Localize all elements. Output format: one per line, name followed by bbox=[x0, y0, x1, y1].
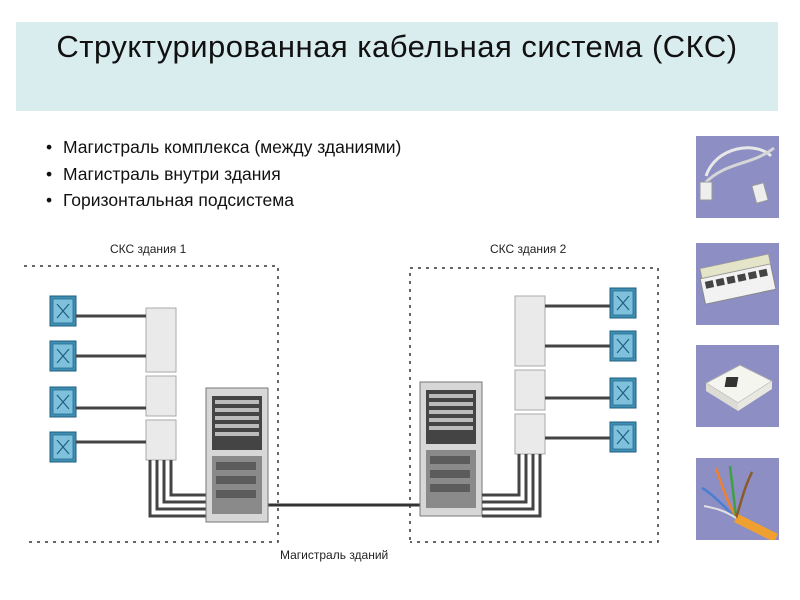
outlet-icon bbox=[609, 377, 637, 409]
outlet-icon bbox=[49, 340, 77, 372]
server-rack-icon bbox=[419, 381, 483, 517]
floor-panel bbox=[514, 295, 546, 367]
bullet-list: Магистраль комплекса (между зданиями) Ма… bbox=[46, 134, 401, 214]
building1-label: СКС здания 1 bbox=[110, 242, 187, 256]
server-rack-icon bbox=[205, 387, 269, 523]
building2-label: СКС здания 2 bbox=[490, 242, 567, 256]
outlet-icon bbox=[609, 421, 637, 453]
bullet-item: Магистраль комплекса (между зданиями) bbox=[46, 134, 401, 161]
patch-panel-image bbox=[696, 243, 779, 325]
floor-panel bbox=[514, 369, 546, 411]
bullet-item: Магистраль внутри здания bbox=[46, 161, 401, 188]
floor-panel bbox=[145, 307, 177, 373]
outlet-icon bbox=[609, 287, 637, 319]
bullet-item: Горизонтальная подсистема bbox=[46, 187, 401, 214]
outlet-icon bbox=[49, 295, 77, 327]
page-title: Структурированная кабельная система (СКС… bbox=[56, 29, 738, 64]
floor-panel bbox=[145, 375, 177, 417]
backbone-label: Магистраль зданий bbox=[280, 548, 388, 562]
network-diagram: СКС здания 1 СКС здания 2 Магистраль зда… bbox=[24, 242, 659, 562]
outlet-icon bbox=[49, 431, 77, 463]
title-banner bbox=[16, 22, 778, 111]
building2-boundary bbox=[409, 267, 659, 543]
twisted-pair-image bbox=[696, 458, 779, 543]
outlet-icon bbox=[49, 386, 77, 418]
building1-boundary bbox=[24, 265, 279, 543]
patch-cord-image bbox=[696, 136, 779, 218]
outlet-icon bbox=[609, 330, 637, 362]
floor-panel bbox=[514, 413, 546, 455]
wall-socket-image bbox=[696, 345, 779, 427]
floor-panel bbox=[145, 419, 177, 461]
